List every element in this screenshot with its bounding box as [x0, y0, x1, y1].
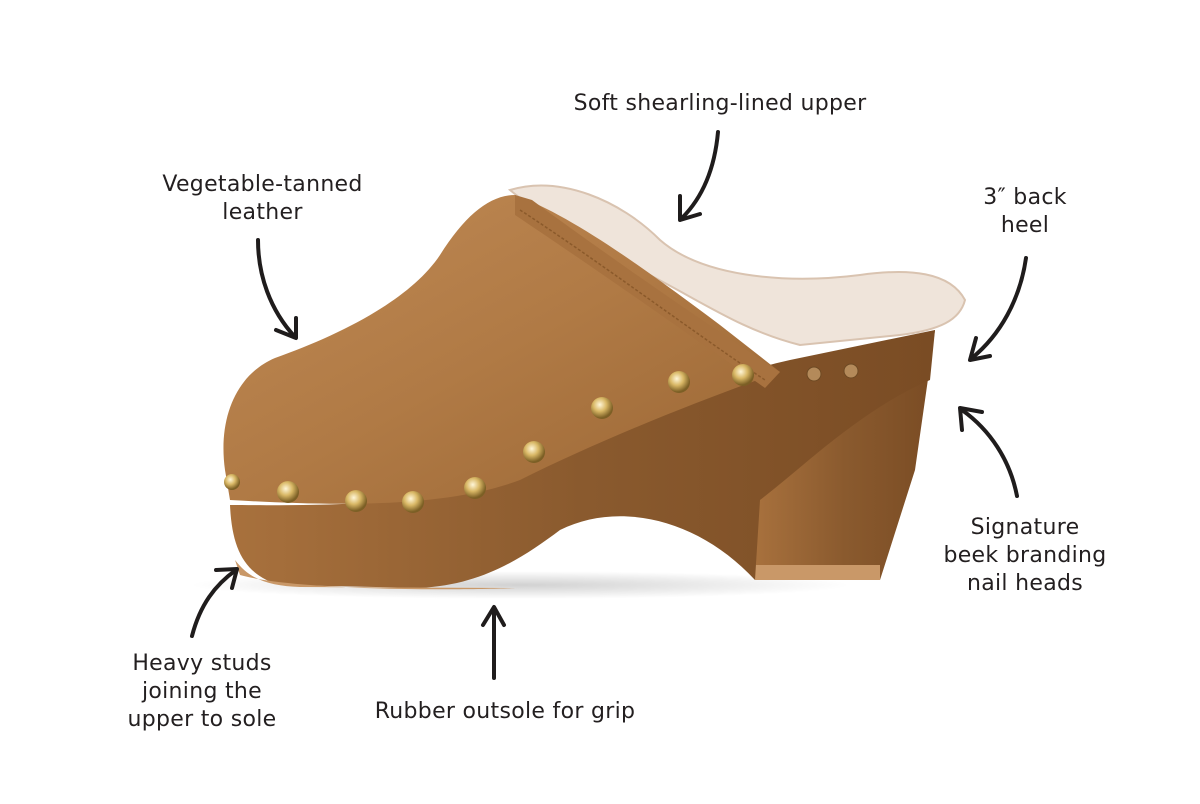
- arrow-down-left-curved-icon: [968, 256, 1028, 362]
- gold-studs: [224, 364, 754, 513]
- callout-heel: 3″ back heel: [983, 185, 1067, 238]
- arrow-up-left-curved-icon: [958, 406, 1019, 498]
- arrow-down-curved-icon: [678, 130, 720, 222]
- branding-nail-heads: [806, 363, 859, 382]
- arrow-up-right-curved-icon: [190, 567, 239, 638]
- arrow-down-curved-icon: [256, 238, 298, 340]
- callout-branding: Signature beek branding nail heads: [943, 515, 1107, 596]
- callout-studs: Heavy studs joining the upper to sole: [127, 651, 277, 732]
- callout-leather: Vegetable-tanned leather: [162, 172, 363, 225]
- arrow-up-icon: [481, 605, 506, 680]
- callout-shearling: Soft shearling-lined upper: [573, 91, 867, 116]
- callout-outsole: Rubber outsole for grip: [374, 699, 636, 724]
